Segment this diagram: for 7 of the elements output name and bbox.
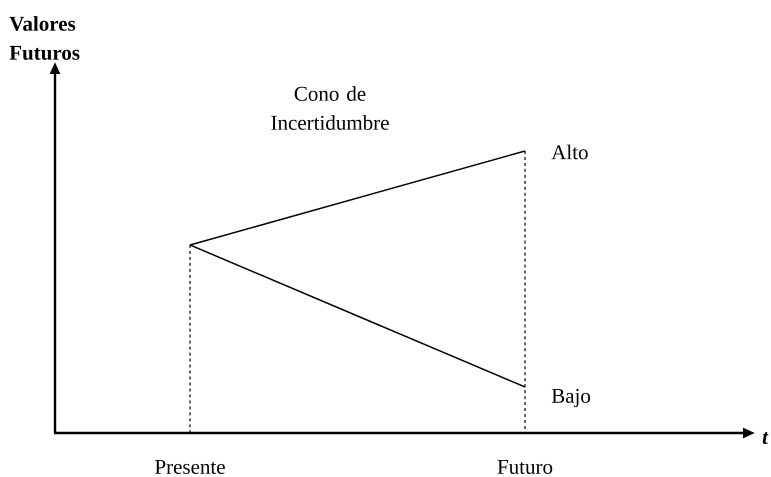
value-label: Bajo	[552, 388, 590, 408]
tick-label: Presente	[155, 460, 225, 474]
value-label: Alto	[551, 144, 588, 160]
annotation-label: Cono de Incertidumbre	[271, 86, 389, 130]
tick-label: Futuro	[498, 460, 552, 474]
axis-title: Valores Futuros	[9, 16, 80, 60]
axis-title: t	[762, 432, 768, 444]
